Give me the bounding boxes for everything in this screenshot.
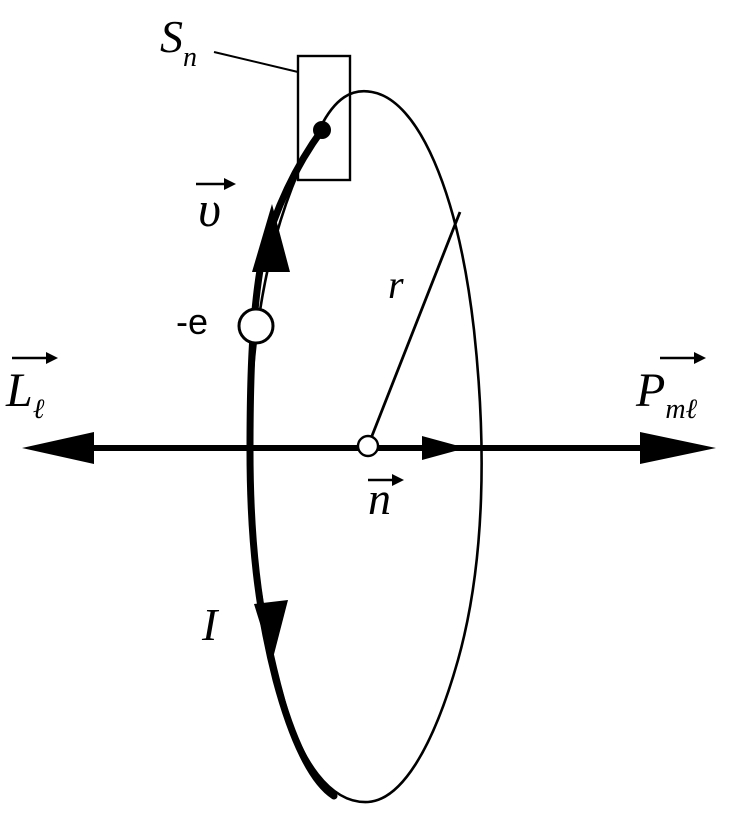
magnetic-moment-label: Pmℓ bbox=[635, 364, 698, 425]
normal-vector-tip bbox=[392, 474, 404, 486]
normal-arrowhead bbox=[422, 436, 466, 460]
orbit-center-point bbox=[356, 434, 380, 458]
electron-circle bbox=[237, 307, 275, 345]
current-arrowhead bbox=[254, 600, 288, 662]
velocity-label: υ bbox=[198, 181, 221, 237]
magnetic-moment-label-sub: mℓ bbox=[665, 394, 697, 425]
normal-label: n bbox=[368, 473, 391, 524]
surface-label-leader bbox=[213, 51, 299, 73]
velocity-vector-tip bbox=[224, 178, 236, 190]
surface-label: Sn bbox=[160, 11, 197, 73]
radius-label: r bbox=[388, 262, 404, 307]
magnetic-moment-arrowhead bbox=[640, 432, 716, 464]
surface-point-dot bbox=[313, 121, 331, 139]
velocity-arrowhead bbox=[252, 204, 290, 272]
angular-momentum-label-sub: ℓ bbox=[33, 394, 45, 425]
radius-line bbox=[366, 211, 462, 447]
angular-momentum-label: Lℓ bbox=[5, 364, 45, 425]
angular-momentum-arrowhead bbox=[22, 432, 94, 464]
surface-element-box bbox=[296, 54, 352, 182]
charge-label: -e bbox=[176, 301, 208, 342]
orbit-front-arc-upper bbox=[246, 126, 326, 454]
current-label: I bbox=[201, 599, 220, 650]
orbit-front-arc-lower bbox=[246, 446, 338, 800]
surface-label-sub: n bbox=[183, 42, 197, 73]
magnetic-moment-vector-tip bbox=[694, 352, 706, 364]
angular-momentum-vector-tip bbox=[46, 352, 58, 364]
